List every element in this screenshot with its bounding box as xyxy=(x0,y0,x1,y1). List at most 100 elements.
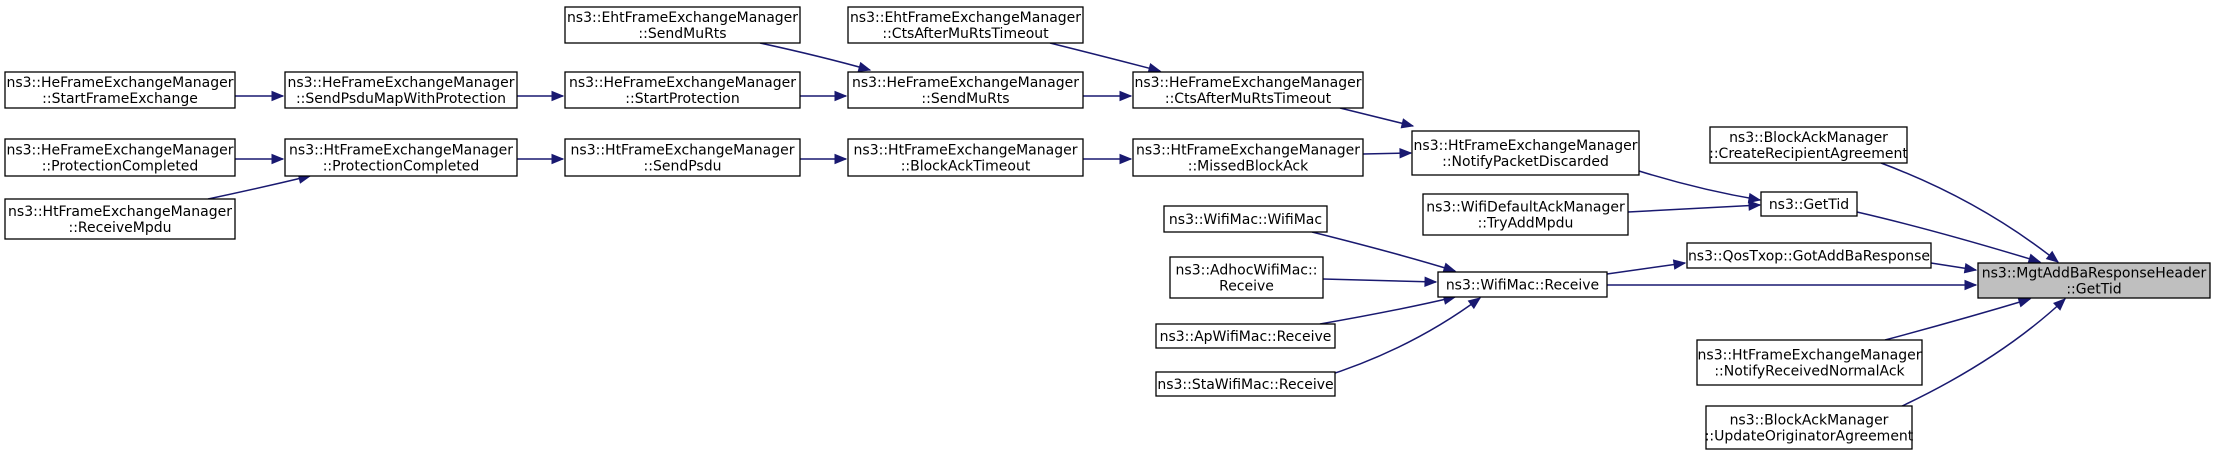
node-apReceive[interactable]: ns3::ApWifiMac::Receive xyxy=(1155,323,1336,349)
node-staReceive[interactable]: ns3::StaWifiMac::Receive xyxy=(1155,371,1336,397)
edge-htReceiveMpdu-to-htProtectionCompleted xyxy=(207,173,312,200)
node-label: ::NotifyPacketDiscarded xyxy=(1442,154,1609,170)
edge-line xyxy=(1638,170,1761,201)
arrowhead xyxy=(2017,297,2032,308)
node-tryAddMpdu[interactable]: ns3::WifiDefaultAckManager::TryAddMpdu xyxy=(1422,193,1629,236)
node-notifyNormalAck[interactable]: ns3::HtFrameExchangeManager::NotifyRecei… xyxy=(1696,339,1923,386)
arrowhead xyxy=(2045,250,2060,263)
node-label: ::ReceiveMpdu xyxy=(69,220,172,236)
node-label: ns3::HeFrameExchangeManager xyxy=(6,75,233,91)
node-htBlockAckTimeout[interactable]: ns3::HtFrameExchangeManager::BlockAckTim… xyxy=(847,138,1084,177)
node-label: ns3::HtFrameExchangeManager xyxy=(1414,138,1638,154)
arrowhead xyxy=(1400,118,1415,129)
edge-gotAddBa-to-root xyxy=(1930,262,1978,274)
edge-missedBlockAck-to-notifyPacketDiscarded xyxy=(1362,147,1413,159)
arrowhead xyxy=(551,153,565,165)
node-heSendPsduMap[interactable]: ns3::HeFrameExchangeManager::SendPsduMap… xyxy=(284,71,518,109)
node-label: ::ProtectionCompleted xyxy=(42,159,199,175)
node-missedBlockAck[interactable]: ns3::HtFrameExchangeManager::MissedBlock… xyxy=(1132,138,1364,177)
edge-line xyxy=(1627,204,1761,213)
node-heStartProtection[interactable]: ns3::HeFrameExchangeManager::StartProtec… xyxy=(564,71,801,109)
node-box xyxy=(4,71,236,109)
arrowhead xyxy=(2053,298,2066,311)
node-heStartFrameExchange[interactable]: ns3::HeFrameExchangeManager::StartFrameE… xyxy=(4,71,236,109)
node-label: ns3::HtFrameExchangeManager xyxy=(1698,348,1922,364)
node-heProtectionCompleted[interactable]: ns3::HeFrameExchangeManager::ProtectionC… xyxy=(4,138,236,177)
node-label: ns3::QosTxop::GotAddBaResponse xyxy=(1688,249,1930,265)
node-label: ns3::HtFrameExchangeManager xyxy=(1136,143,1360,159)
node-gettid[interactable]: ns3::GetTid xyxy=(1760,191,1858,217)
node-ehtCtsTimeout[interactable]: ns3::EhtFrameExchangeManager::CtsAfterMu… xyxy=(847,6,1084,44)
edge-staReceive-to-wifiReceive xyxy=(1319,297,1482,379)
edge-line xyxy=(1322,278,1437,283)
node-box xyxy=(1760,191,1858,217)
node-label: ns3::HtFrameExchangeManager xyxy=(289,143,513,159)
node-label: ns3::BlockAckManager xyxy=(1729,130,1888,146)
node-label: ns3::HeFrameExchangeManager xyxy=(1134,75,1361,91)
arrowhead xyxy=(1672,259,1687,270)
node-heSendMuRts[interactable]: ns3::HeFrameExchangeManager::SendMuRts xyxy=(847,71,1084,109)
arrowhead xyxy=(1964,279,1978,291)
edge-line xyxy=(207,175,311,200)
node-box xyxy=(564,71,801,109)
node-label: ns3::AdhocWifiMac:: xyxy=(1176,263,1318,279)
node-label: ::StartFrameExchange xyxy=(42,91,198,107)
node-label: ::TryAddMpdu xyxy=(1478,216,1574,232)
node-htProtectionCompleted[interactable]: ns3::HtFrameExchangeManager::ProtectionC… xyxy=(284,138,518,177)
node-ehtSendMuRts[interactable]: ns3::EhtFrameExchangeManager::SendMuRts xyxy=(564,6,801,44)
node-adhocReceive[interactable]: ns3::AdhocWifiMac::Receive xyxy=(1169,256,1324,299)
node-label: ::CtsAfterMuRtsTimeout xyxy=(882,26,1049,42)
node-updateOriginator[interactable]: ns3::BlockAckManager::UpdateOriginatorAg… xyxy=(1705,405,1914,450)
arrowhead xyxy=(1748,200,1762,211)
node-createRecipient[interactable]: ns3::BlockAckManager::CreateRecipientAgr… xyxy=(1709,126,1908,164)
node-box xyxy=(1977,262,2211,299)
node-box xyxy=(1155,323,1336,349)
node-box xyxy=(847,6,1084,44)
edge-line xyxy=(1319,296,1456,325)
node-label: ::ProtectionCompleted xyxy=(323,159,480,175)
node-notifyPacketDiscarded[interactable]: ns3::HtFrameExchangeManager::NotifyPacke… xyxy=(1411,130,1640,176)
edge-apReceive-to-wifiReceive xyxy=(1319,294,1457,325)
node-wifiReceive[interactable]: ns3::WifiMac::Receive xyxy=(1437,271,1608,298)
node-box xyxy=(1132,138,1364,177)
node-box xyxy=(1709,126,1908,164)
edge-heCtsTimeout-to-notifyPacketDiscarded xyxy=(1339,107,1415,129)
edge-heSendPsduMap-to-heStartProtection xyxy=(517,90,565,102)
edge-line xyxy=(1319,297,1481,379)
edge-notifyPacketDiscarded-to-gettid xyxy=(1638,170,1762,204)
node-label: ns3::MgtAddBaResponseHeader xyxy=(1982,266,2207,282)
node-heCtsTimeout[interactable]: ns3::HeFrameExchangeManager::CtsAfterMuR… xyxy=(1132,71,1364,109)
edge-wifiReceive-to-gotAddBa xyxy=(1606,259,1687,275)
node-label: ns3::GetTid xyxy=(1769,197,1849,213)
node-box xyxy=(1169,256,1324,299)
node-box xyxy=(1132,71,1364,109)
edge-updateOriginator-to-root xyxy=(1899,298,2066,408)
node-htSendPsdu[interactable]: ns3::HtFrameExchangeManager::SendPsdu xyxy=(564,138,801,177)
nodes-layer: ns3::MgtAddBaResponseHeader::GetTidns3::… xyxy=(4,6,2211,450)
node-root[interactable]: ns3::MgtAddBaResponseHeader::GetTid xyxy=(1977,262,2211,299)
arrowhead xyxy=(271,153,285,165)
edge-htProtectionCompleted-to-htSendPsdu xyxy=(517,153,565,165)
node-label: ::GetTid xyxy=(2066,282,2121,298)
node-box xyxy=(564,6,801,44)
node-label: ns3::HeFrameExchangeManager xyxy=(6,143,233,159)
edge-tryAddMpdu-to-gettid xyxy=(1627,200,1762,213)
node-wifiMacCtor[interactable]: ns3::WifiMac::WifiMac xyxy=(1163,205,1328,233)
node-box xyxy=(1422,193,1629,236)
arrowhead xyxy=(1963,263,1978,274)
edge-adhocReceive-to-wifiReceive xyxy=(1322,276,1438,287)
node-box xyxy=(1705,405,1913,450)
node-htReceiveMpdu[interactable]: ns3::HtFrameExchangeManager::ReceiveMpdu xyxy=(4,198,236,240)
node-label: ::SendPsduMapWithProtection xyxy=(296,91,506,107)
node-box xyxy=(1163,205,1328,233)
edges-layer xyxy=(207,42,2066,408)
node-box xyxy=(1155,371,1336,397)
node-box xyxy=(1696,339,1923,386)
node-gotAddBa[interactable]: ns3::QosTxop::GotAddBaResponse xyxy=(1686,242,1932,269)
edge-line xyxy=(1899,298,2066,408)
node-label: ::UpdateOriginatorAgreement xyxy=(1705,429,1914,445)
arrowhead xyxy=(1119,153,1133,165)
node-box xyxy=(4,138,236,177)
node-label: ns3::HeFrameExchangeManager xyxy=(852,75,1079,91)
node-label: ns3::WifiMac::Receive xyxy=(1446,278,1599,294)
